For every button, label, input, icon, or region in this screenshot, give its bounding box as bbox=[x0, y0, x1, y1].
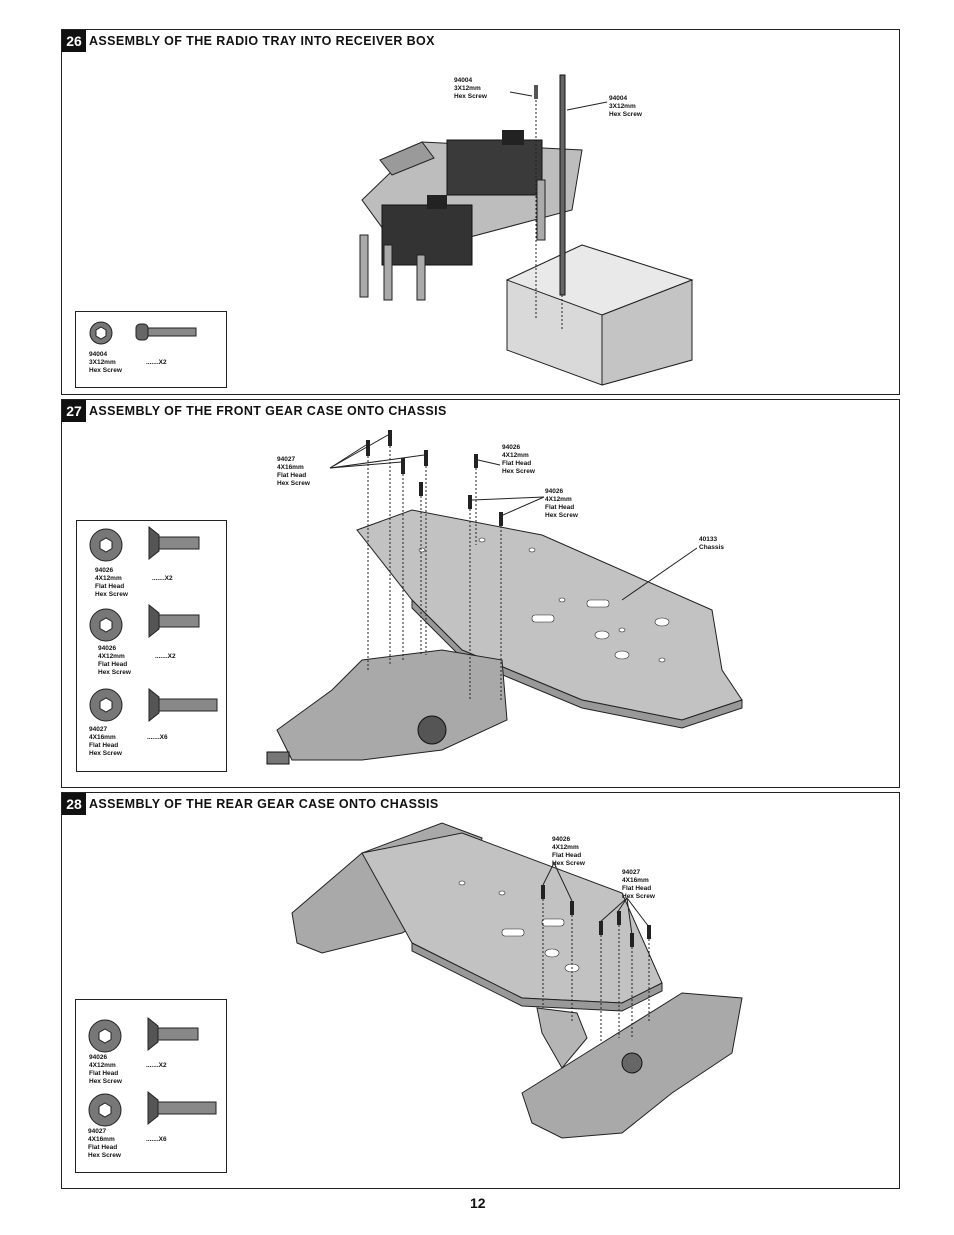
callout-screw-right: 94004 3X12mm Hex Screw bbox=[609, 95, 642, 118]
legend-part-number: 94004 bbox=[89, 351, 108, 358]
step-28-panel: 28 ASSEMBLY OF THE REAR GEAR CASE ONTO C… bbox=[61, 792, 900, 1189]
step-title: ASSEMBLY OF THE RADIO TRAY INTO RECEIVER… bbox=[89, 34, 435, 48]
flat-head-screw-icon bbox=[148, 687, 218, 723]
washer-icon bbox=[89, 528, 123, 562]
servo-rear bbox=[446, 139, 543, 196]
parts-legend: 94026 4X12mm Flat Head Hex Screw .......… bbox=[75, 999, 227, 1173]
step-26-header: 26 ASSEMBLY OF THE RADIO TRAY INTO RECEI… bbox=[62, 30, 435, 52]
washer-icon bbox=[88, 1093, 122, 1127]
step-number: 28 bbox=[62, 793, 86, 815]
step-number: 26 bbox=[62, 30, 86, 52]
front-suspension bbox=[276, 649, 508, 761]
servo-front bbox=[381, 204, 473, 266]
step-27-panel: 27 ASSEMBLY OF THE FRONT GEAR CASE ONTO … bbox=[61, 399, 900, 788]
rear-gear-case-illustration bbox=[291, 822, 743, 1139]
callout-94026-rear: 94026 4X12mm Flat Head Hex Screw bbox=[552, 836, 585, 867]
flat-head-screw-icon bbox=[147, 1090, 217, 1126]
legend-size: 3X12mm bbox=[89, 359, 116, 366]
step-title: ASSEMBLY OF THE FRONT GEAR CASE ONTO CHA… bbox=[89, 404, 447, 418]
legend-desc: Hex Screw bbox=[89, 367, 122, 374]
callout-94026-mid: 94026 4X12mm Flat Head Hex Screw bbox=[545, 488, 578, 519]
callout-screw-left: 94004 3X12mm Hex Screw bbox=[454, 77, 487, 100]
washer-icon bbox=[88, 1019, 122, 1053]
step-number: 27 bbox=[62, 400, 86, 422]
hex-nut-icon bbox=[89, 321, 113, 345]
front-gear-case-illustration bbox=[266, 430, 743, 765]
long-screw bbox=[559, 74, 566, 296]
step-26-panel: 26 ASSEMBLY OF THE RADIO TRAY INTO RECEI… bbox=[61, 29, 900, 395]
step-28-header: 28 ASSEMBLY OF THE REAR GEAR CASE ONTO C… bbox=[62, 793, 439, 815]
legend-qty: .......X2 bbox=[146, 359, 167, 366]
parts-legend: 94026 4X12mm Flat Head Hex Screw .......… bbox=[76, 520, 227, 772]
flat-head-screw-icon bbox=[147, 1016, 199, 1052]
step-27-header: 27 ASSEMBLY OF THE FRONT GEAR CASE ONTO … bbox=[62, 400, 447, 422]
washer-icon bbox=[89, 608, 123, 642]
small-screw bbox=[534, 85, 538, 99]
flat-head-screw-icon bbox=[148, 603, 200, 639]
flat-head-screw-icon bbox=[148, 525, 200, 561]
callout-94027-front: 94027 4X16mm Flat Head Hex Screw bbox=[277, 456, 310, 487]
callout-94026-top: 94026 4X12mm Flat Head Hex Screw bbox=[502, 444, 535, 475]
callout-94027-rear: 94027 4X16mm Flat Head Hex Screw bbox=[622, 869, 655, 900]
hex-screw-icon bbox=[135, 323, 197, 341]
step-title: ASSEMBLY OF THE REAR GEAR CASE ONTO CHAS… bbox=[89, 797, 439, 811]
callout-chassis: 40133 Chassis bbox=[699, 536, 724, 551]
radio-tray-illustration bbox=[359, 74, 694, 386]
page-number: 12 bbox=[470, 1195, 486, 1211]
washer-icon bbox=[89, 688, 123, 722]
parts-legend: 94004 3X12mm Hex Screw .......X2 bbox=[75, 311, 227, 388]
